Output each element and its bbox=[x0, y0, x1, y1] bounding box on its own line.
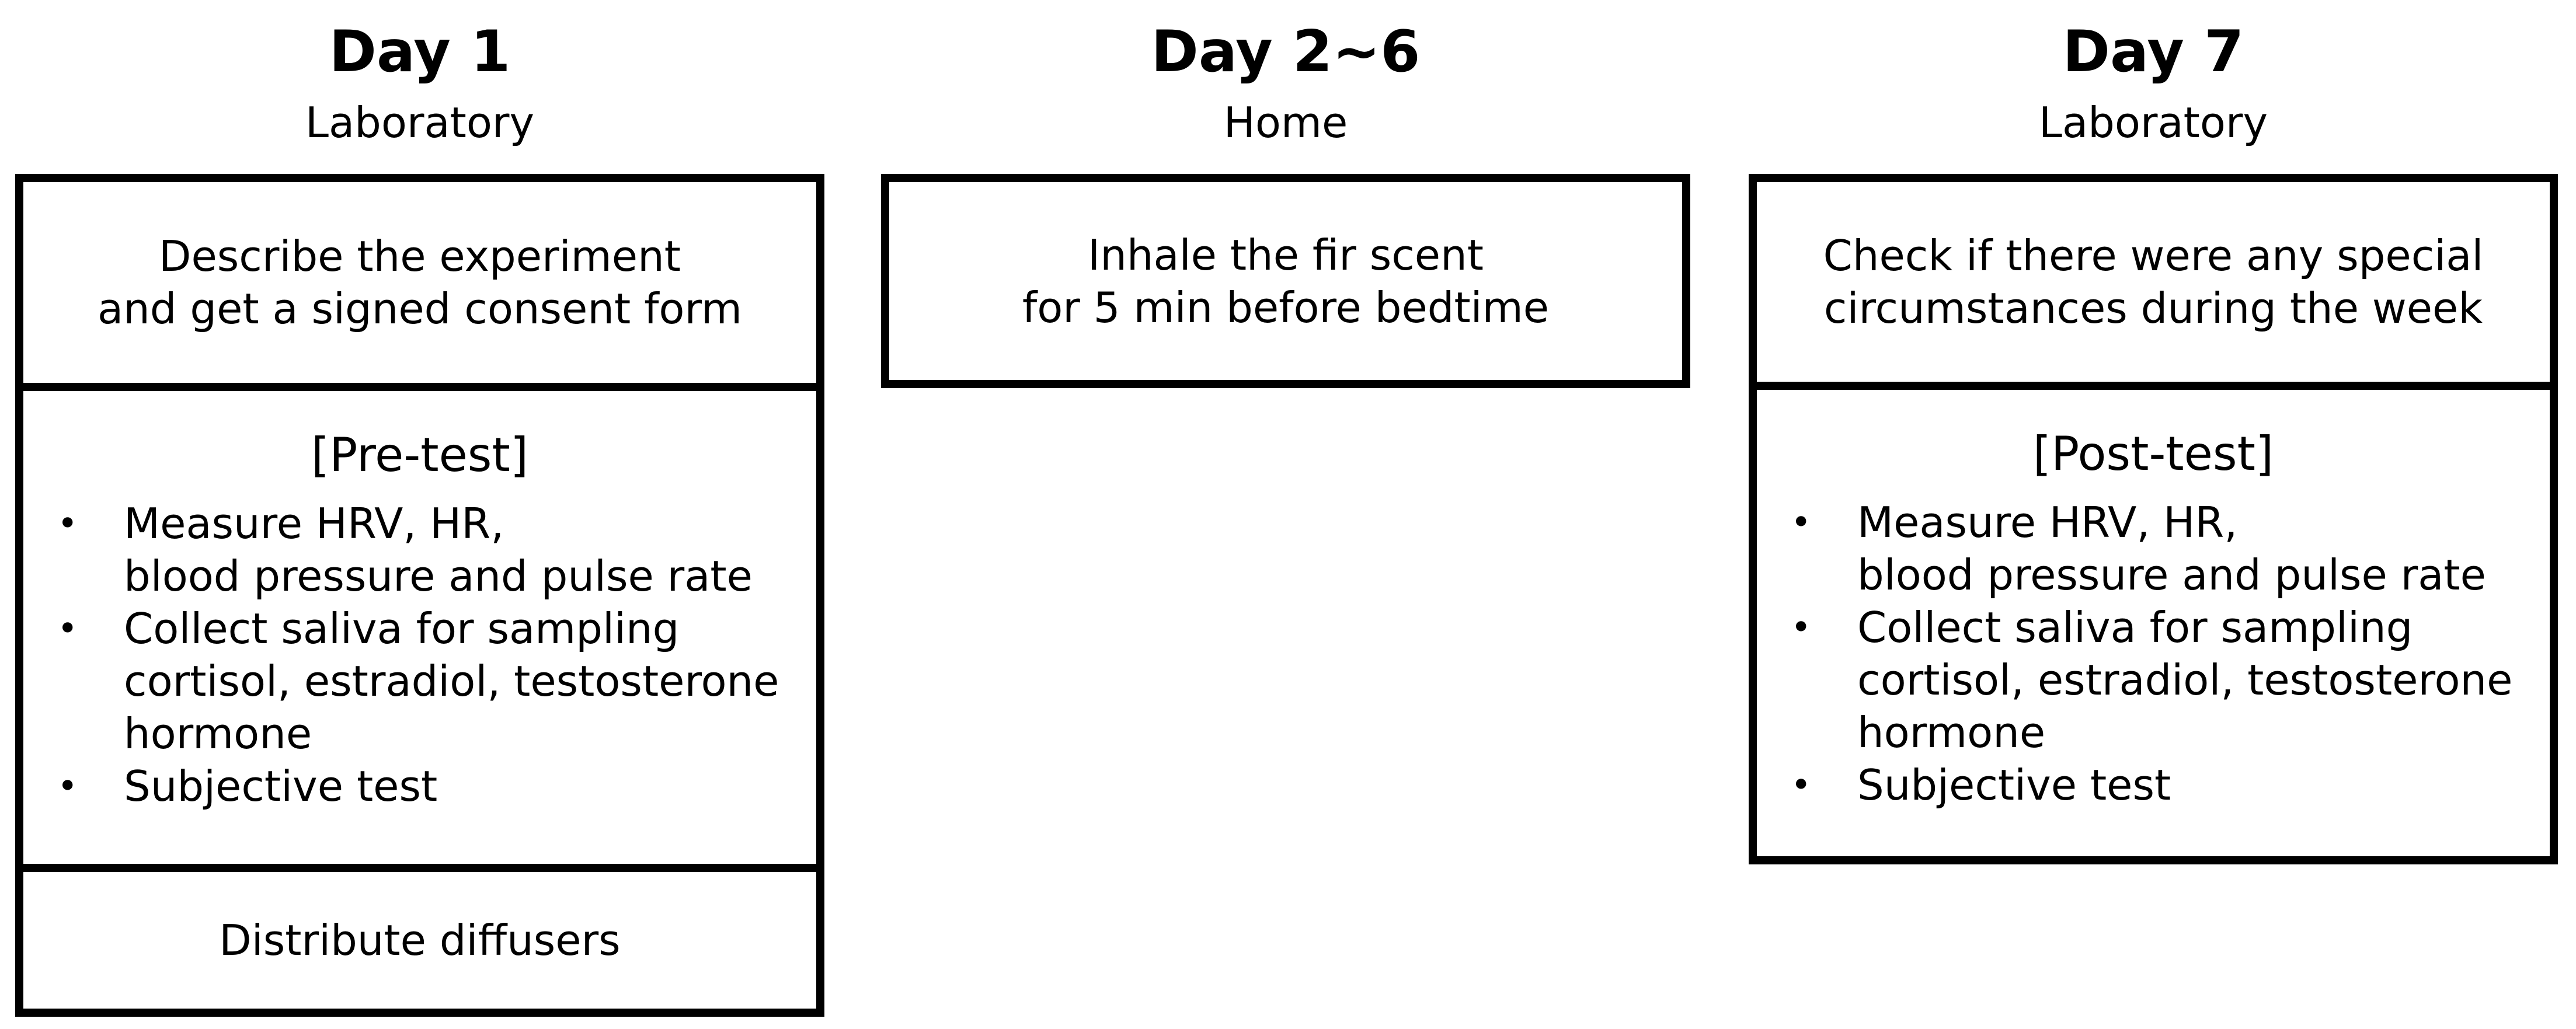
day-1-title: Day 1 bbox=[329, 19, 511, 85]
list-item-line: Measure HRV, HR, bbox=[124, 499, 504, 548]
post-test-section: [Post-test] • Measure HRV, HR, blood pre… bbox=[1757, 382, 2550, 856]
list-item: • Collect saliva for sampling cortisol, … bbox=[1757, 601, 2550, 759]
day-2-6-line: for 5 min before bedtime bbox=[1022, 282, 1550, 332]
list-item: • Subjective test bbox=[23, 760, 816, 812]
list-item-line: blood pressure and pulse rate bbox=[1857, 550, 2486, 599]
list-item: • Collect saliva for sampling cortisol, … bbox=[23, 602, 816, 760]
day-7-intro-line: Check if there were any special bbox=[1823, 231, 2484, 280]
day-7-intro-line: circumstances during the week bbox=[1823, 284, 2483, 333]
list-item-line: hormone bbox=[1857, 708, 2046, 757]
day-7-box: Check if there were any special circumst… bbox=[1749, 174, 2558, 864]
day-7-title: Day 7 bbox=[2062, 19, 2244, 85]
bullet-icon: • bbox=[57, 608, 78, 649]
distribute-text: Distribute diffusers bbox=[219, 916, 621, 965]
list-item-line: blood pressure and pulse rate bbox=[124, 552, 753, 601]
post-test-list: • Measure HRV, HR, blood pressure and pu… bbox=[1757, 496, 2550, 811]
day-1-location: Laboratory bbox=[305, 98, 535, 147]
bullet-icon: • bbox=[1791, 765, 1812, 805]
list-item: • Measure HRV, HR, blood pressure and pu… bbox=[23, 497, 816, 602]
day-2-6-line: Inhale the fir scent bbox=[1088, 230, 1484, 280]
day-1-intro-line: Describe the experiment bbox=[159, 232, 681, 281]
distribute-section: Distribute diffusers bbox=[23, 864, 816, 1009]
day-7-location: Laboratory bbox=[2038, 98, 2268, 147]
day-2-6-box: Inhale the fir scent for 5 min before be… bbox=[881, 174, 1690, 388]
day-7-intro-section: Check if there were any special circumst… bbox=[1757, 182, 2550, 382]
list-item-line: cortisol, estradiol, testosterone bbox=[1857, 655, 2513, 704]
list-item: • Subjective test bbox=[1757, 759, 2550, 811]
list-item-line: Measure HRV, HR, bbox=[1857, 498, 2238, 547]
bullet-icon: • bbox=[1791, 607, 1812, 648]
day-1-intro-line: and get a signed consent form bbox=[98, 284, 742, 333]
bullet-icon: • bbox=[57, 766, 78, 807]
list-item-line: Subjective test bbox=[124, 762, 438, 811]
day-2-6-title: Day 2~6 bbox=[1151, 19, 1421, 85]
pre-test-section: [Pre-test] • Measure HRV, HR, blood pres… bbox=[23, 383, 816, 864]
bullet-icon: • bbox=[57, 503, 78, 544]
post-test-title: [Post-test] bbox=[2032, 427, 2274, 481]
day-2-6-location: Home bbox=[1223, 98, 1348, 147]
bullet-icon: • bbox=[1791, 502, 1812, 543]
pre-test-list: • Measure HRV, HR, blood pressure and pu… bbox=[23, 497, 816, 812]
list-item-line: hormone bbox=[124, 709, 312, 758]
list-item-line: Collect saliva for sampling bbox=[124, 604, 680, 653]
list-item-line: cortisol, estradiol, testosterone bbox=[124, 657, 779, 706]
day-2-6-section: Inhale the fir scent for 5 min before be… bbox=[889, 182, 1682, 380]
list-item-line: Collect saliva for sampling bbox=[1857, 603, 2413, 652]
day-1-box: Describe the experiment and get a signed… bbox=[15, 174, 824, 1017]
pre-test-title: [Pre-test] bbox=[311, 428, 529, 482]
list-item-line: Subjective test bbox=[1857, 761, 2171, 810]
day-1-intro-section: Describe the experiment and get a signed… bbox=[23, 182, 816, 383]
list-item: • Measure HRV, HR, blood pressure and pu… bbox=[1757, 496, 2550, 601]
